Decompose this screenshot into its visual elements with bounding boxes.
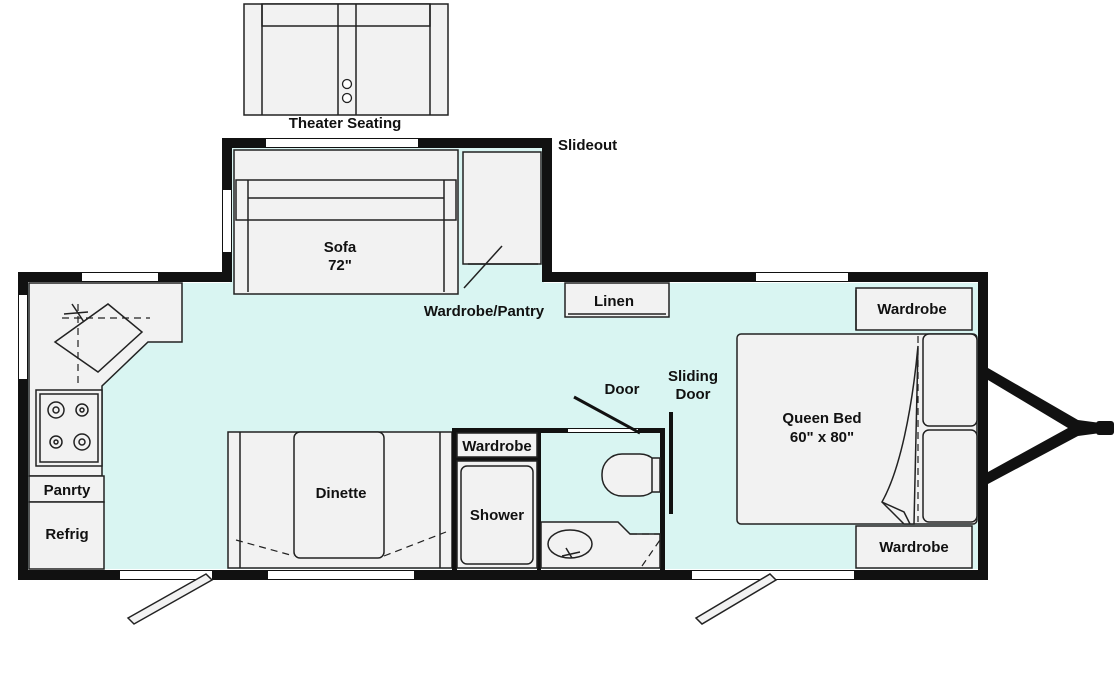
- wardrobe-pantry-label: Wardrobe/Pantry: [424, 303, 545, 320]
- wardrobe-bottom: [855, 525, 973, 569]
- dinette-label: Dinette: [316, 485, 367, 502]
- theater-seating-label: Theater Seating: [289, 115, 402, 132]
- refrig-label: Refrig: [45, 526, 88, 543]
- queen-bed-label: Queen Bed: [782, 410, 861, 427]
- toilet: [601, 453, 661, 497]
- sofa: [233, 149, 459, 295]
- entry-door-left: [126, 571, 214, 625]
- kitchen-counter: [28, 282, 183, 477]
- linen-label: Linen: [594, 293, 634, 310]
- sliding-door-label: Door: [676, 386, 711, 403]
- linen-cabinet: [564, 282, 670, 318]
- queen-bed: [736, 333, 978, 525]
- theater-seating: [243, 3, 449, 116]
- sliding-label: Sliding: [668, 368, 718, 385]
- sliding-door: [669, 412, 673, 514]
- wardrobe-top-label: Wardrobe: [877, 301, 946, 318]
- windows: [19, 139, 854, 579]
- pantry-unit: [28, 475, 105, 570]
- wardrobe-pantry: [462, 151, 542, 289]
- entry-door-right: [694, 571, 796, 625]
- door-label: Door: [605, 381, 640, 398]
- bathroom-walls: [452, 428, 665, 570]
- shower: [456, 460, 538, 569]
- sofa-label: Sofa: [324, 239, 357, 256]
- dinette: [227, 431, 453, 569]
- trailer-hitch: [988, 368, 1114, 484]
- slideout-label: Slideout: [558, 137, 617, 154]
- queen-bed-size-label: 60" x 80": [790, 429, 854, 446]
- bath-wardrobe: [456, 432, 538, 458]
- sofa-size-label: 72": [328, 257, 352, 274]
- bath-sink: [540, 521, 661, 569]
- wardrobe-top: [855, 287, 973, 331]
- panrty-label: Panrty: [44, 482, 91, 499]
- shower-label: Shower: [470, 507, 524, 524]
- bath-wardrobe-label: Wardrobe: [462, 438, 531, 455]
- wardrobe-bottom-label: Wardrobe: [879, 539, 948, 556]
- bath-door: [573, 395, 641, 435]
